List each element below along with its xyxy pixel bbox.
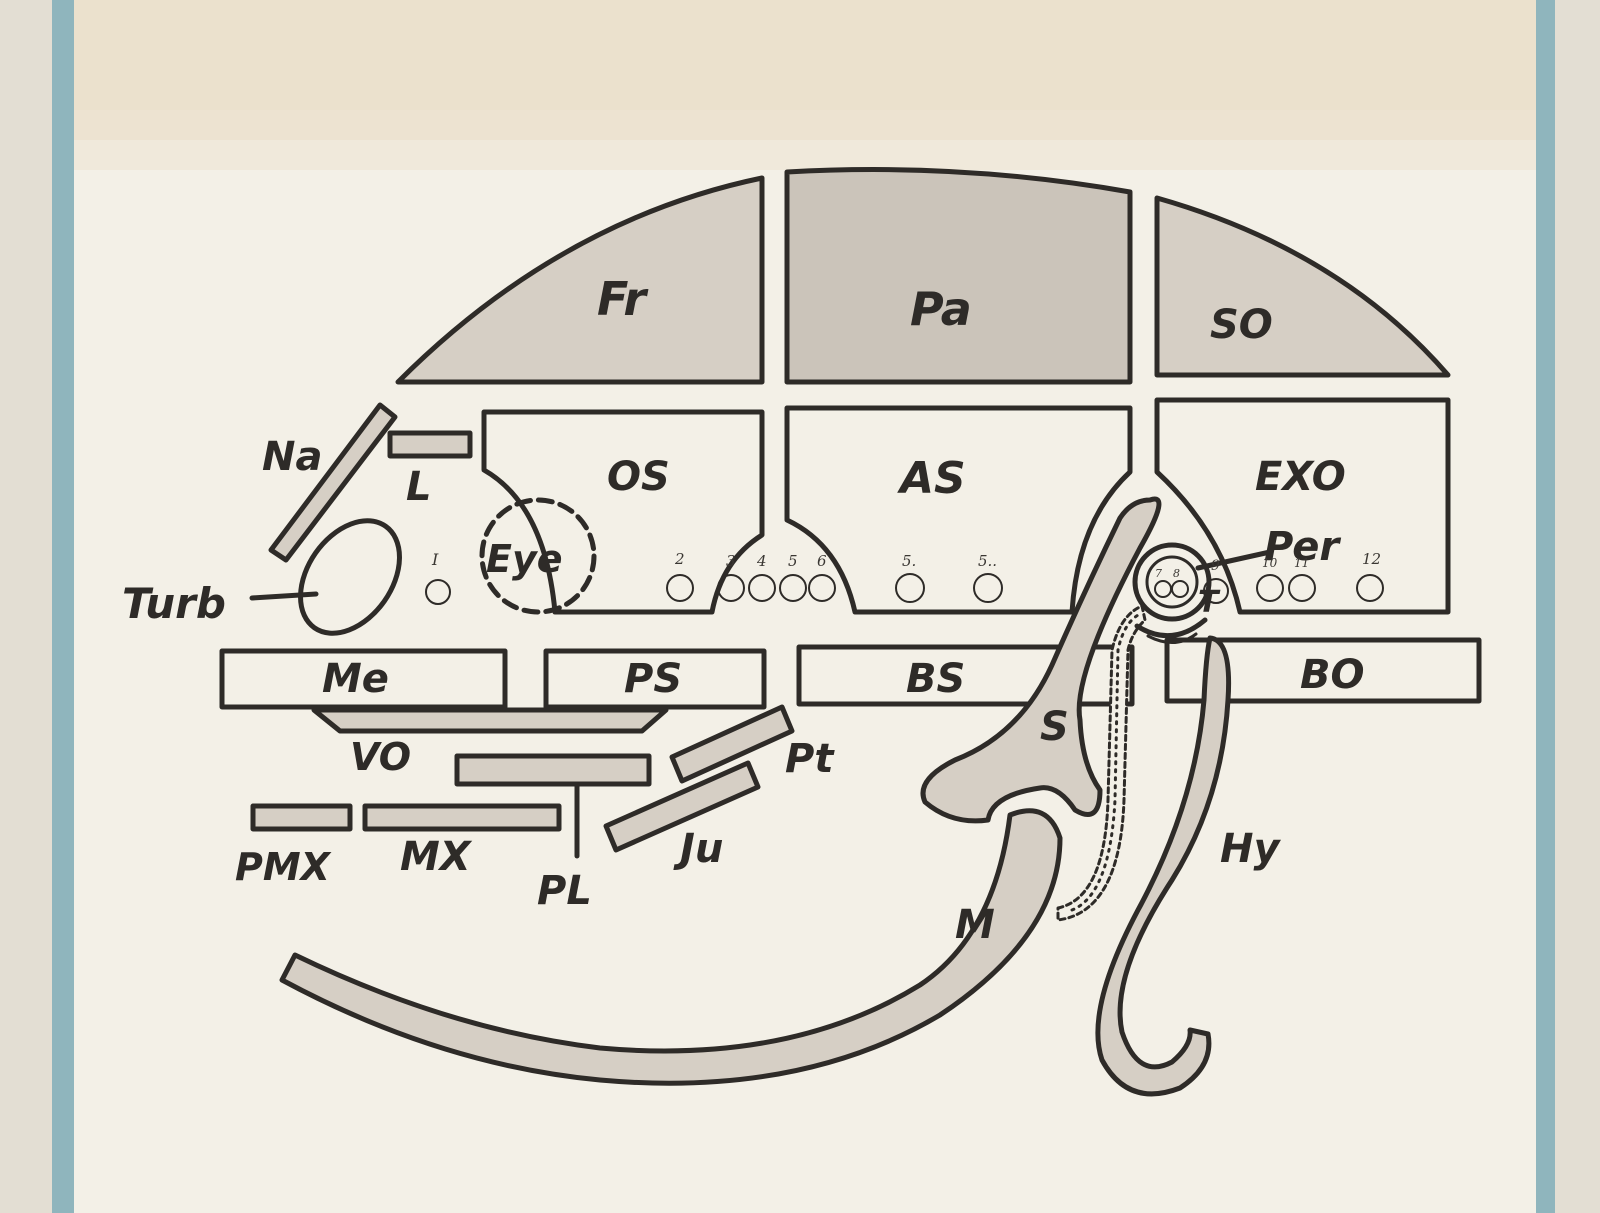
foramen-11 [1288, 574, 1316, 602]
supraoccipital-bone [1154, 195, 1451, 378]
pterygoid-bone [669, 704, 795, 784]
foramen-label-7: 7 [1155, 567, 1162, 580]
foramen-3 [717, 574, 745, 602]
hyoid-bone [1095, 635, 1232, 1097]
parietal-bone [784, 167, 1133, 385]
foramen-2 [666, 574, 694, 602]
foramen-label-12: 12 [1362, 550, 1381, 568]
foramina-group [425, 573, 1384, 605]
periotic-inner [1145, 555, 1199, 609]
foramen-5a [895, 573, 925, 603]
foramen-8 [1171, 580, 1189, 598]
label-vomer: VO [350, 735, 411, 779]
foramen-label-3: 3 [726, 552, 736, 570]
foramen-label-10: 10 [1262, 556, 1278, 570]
foramen-label-8: 8 [1173, 567, 1180, 580]
foramen-label-2: 2 [674, 550, 685, 568]
eye-outline [479, 497, 597, 615]
foramen-1 [425, 579, 451, 605]
nasal-bone [268, 402, 398, 563]
periotic-leader [1195, 549, 1273, 571]
label-maxilla: MX [400, 834, 473, 880]
roller-left-edge [52, 0, 76, 1213]
foramen-label-5a: 5. [902, 552, 916, 570]
label-periotic: Per [1264, 524, 1341, 570]
mesethmoid-bone [219, 648, 508, 710]
label-eye: Eye [486, 537, 563, 581]
label-frontal: Fr [597, 272, 649, 326]
label-palatine: PL [537, 868, 592, 914]
foramen-10 [1256, 574, 1284, 602]
label-presphenoid: PS [624, 656, 682, 702]
tympanic-arc [1134, 617, 1208, 639]
label-alisphenoid: AS [897, 453, 966, 504]
frontal-bone [395, 175, 765, 385]
label-mesethmoid: Me [322, 656, 389, 702]
foramen-label-11: 11 [1294, 556, 1309, 570]
presphenoid-bone [543, 648, 767, 710]
foramen-label-4: 4 [756, 552, 767, 570]
vomer-bone [311, 707, 669, 734]
foramen-label-5b: 5.. [978, 552, 997, 570]
label-premaxilla: PMX [235, 845, 332, 889]
turbinal-leader [249, 591, 319, 601]
label-lacrimal: L [406, 464, 432, 510]
label-nasal: Na [262, 434, 322, 480]
label-hyoid: Hy [1220, 826, 1281, 872]
roller-right-edge [1535, 0, 1555, 1213]
label-tympanic: T [1198, 585, 1221, 620]
alisphenoid-outline [784, 405, 1133, 615]
foramen-label-1: I [431, 550, 439, 569]
label-squamosal: S [1040, 704, 1069, 750]
jugal-bone [603, 760, 761, 853]
label-orbitosphenoid: OS [607, 454, 670, 500]
paper-stain-fade [74, 110, 1536, 170]
exoccipital-outline [1154, 397, 1451, 615]
foramen-label-5: 5 [788, 552, 798, 570]
mandible-bone [279, 808, 1063, 1086]
foramen-4 [748, 574, 776, 602]
foramen-5 [779, 574, 807, 602]
label-exoccipital: EXO [1255, 454, 1346, 500]
label-turbinal: Turb [122, 579, 226, 628]
premaxilla-bone [250, 803, 353, 832]
foramen-label-9: 9 [1211, 558, 1220, 574]
lacrimal-bone [387, 430, 473, 459]
label-basisphenoid: BS [906, 656, 965, 702]
foramen-9 [1203, 578, 1229, 604]
squamosal-bone [920, 496, 1162, 824]
foramen-6 [808, 574, 836, 602]
tympanic-arc-inner [1146, 632, 1198, 644]
label-supraoccipital: SO [1210, 302, 1273, 348]
foramen-label-6: 6 [817, 552, 827, 570]
hyomandibular-dots [1070, 612, 1142, 912]
maxilla-bone [362, 803, 562, 832]
label-basioccipital: BO [1300, 652, 1365, 698]
foramen-5b [973, 573, 1003, 603]
label-mandible: M [955, 902, 995, 948]
foramen-12 [1356, 574, 1384, 602]
label-pterygoid: Pt [785, 736, 835, 782]
palatine-bone [454, 753, 652, 787]
label-parietal: Pa [910, 282, 972, 336]
turbinal-bone [298, 518, 402, 636]
label-jugal: Ju [673, 826, 723, 872]
hyomandibular-cartilage [1056, 604, 1147, 922]
